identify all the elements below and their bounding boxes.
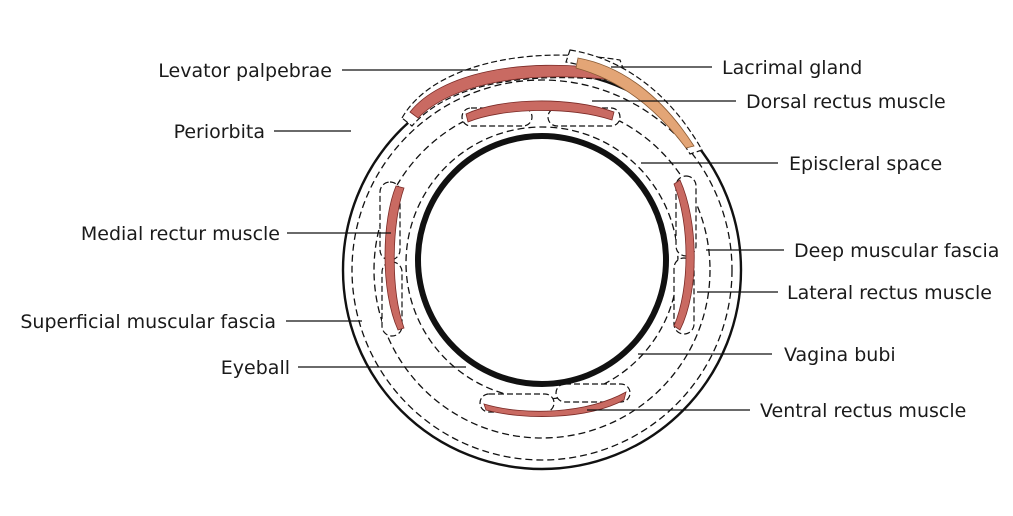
lacrimal-gland [575,57,695,149]
superficial-fascia-ring [351,79,733,461]
label-dorsal-rectus: Dorsal rectus muscle [746,91,946,113]
label-superficial-fascia: Superficial muscular fascia [20,311,276,333]
eyeball [415,133,669,387]
ventral-rectus-pod-right [555,383,631,403]
lateral-rectus-muscle [673,179,695,331]
deep-fascia-ring [373,101,711,439]
label-ventral-rectus: Ventral rectus muscle [760,400,966,422]
label-deep-fascia: Deep muscular fascia [794,240,999,262]
label-medial-rectus: Medial rectur muscle [81,223,280,245]
label-episcleral-space: Episcleral space [789,153,942,175]
label-periorbita: Periorbita [174,121,265,143]
label-lacrimal-gland: Lacrimal gland [722,57,862,79]
label-eyeball: Eyeball [221,357,290,379]
label-levator-palpebrae: Levator palpebrae [158,60,332,82]
label-lateral-rectus: Lateral rectus muscle [787,282,992,304]
dorsal-rectus-muscle [465,100,615,123]
medial-rectus-muscle [384,185,405,331]
label-vagina-bulbi: Vagina bubi [784,344,896,366]
